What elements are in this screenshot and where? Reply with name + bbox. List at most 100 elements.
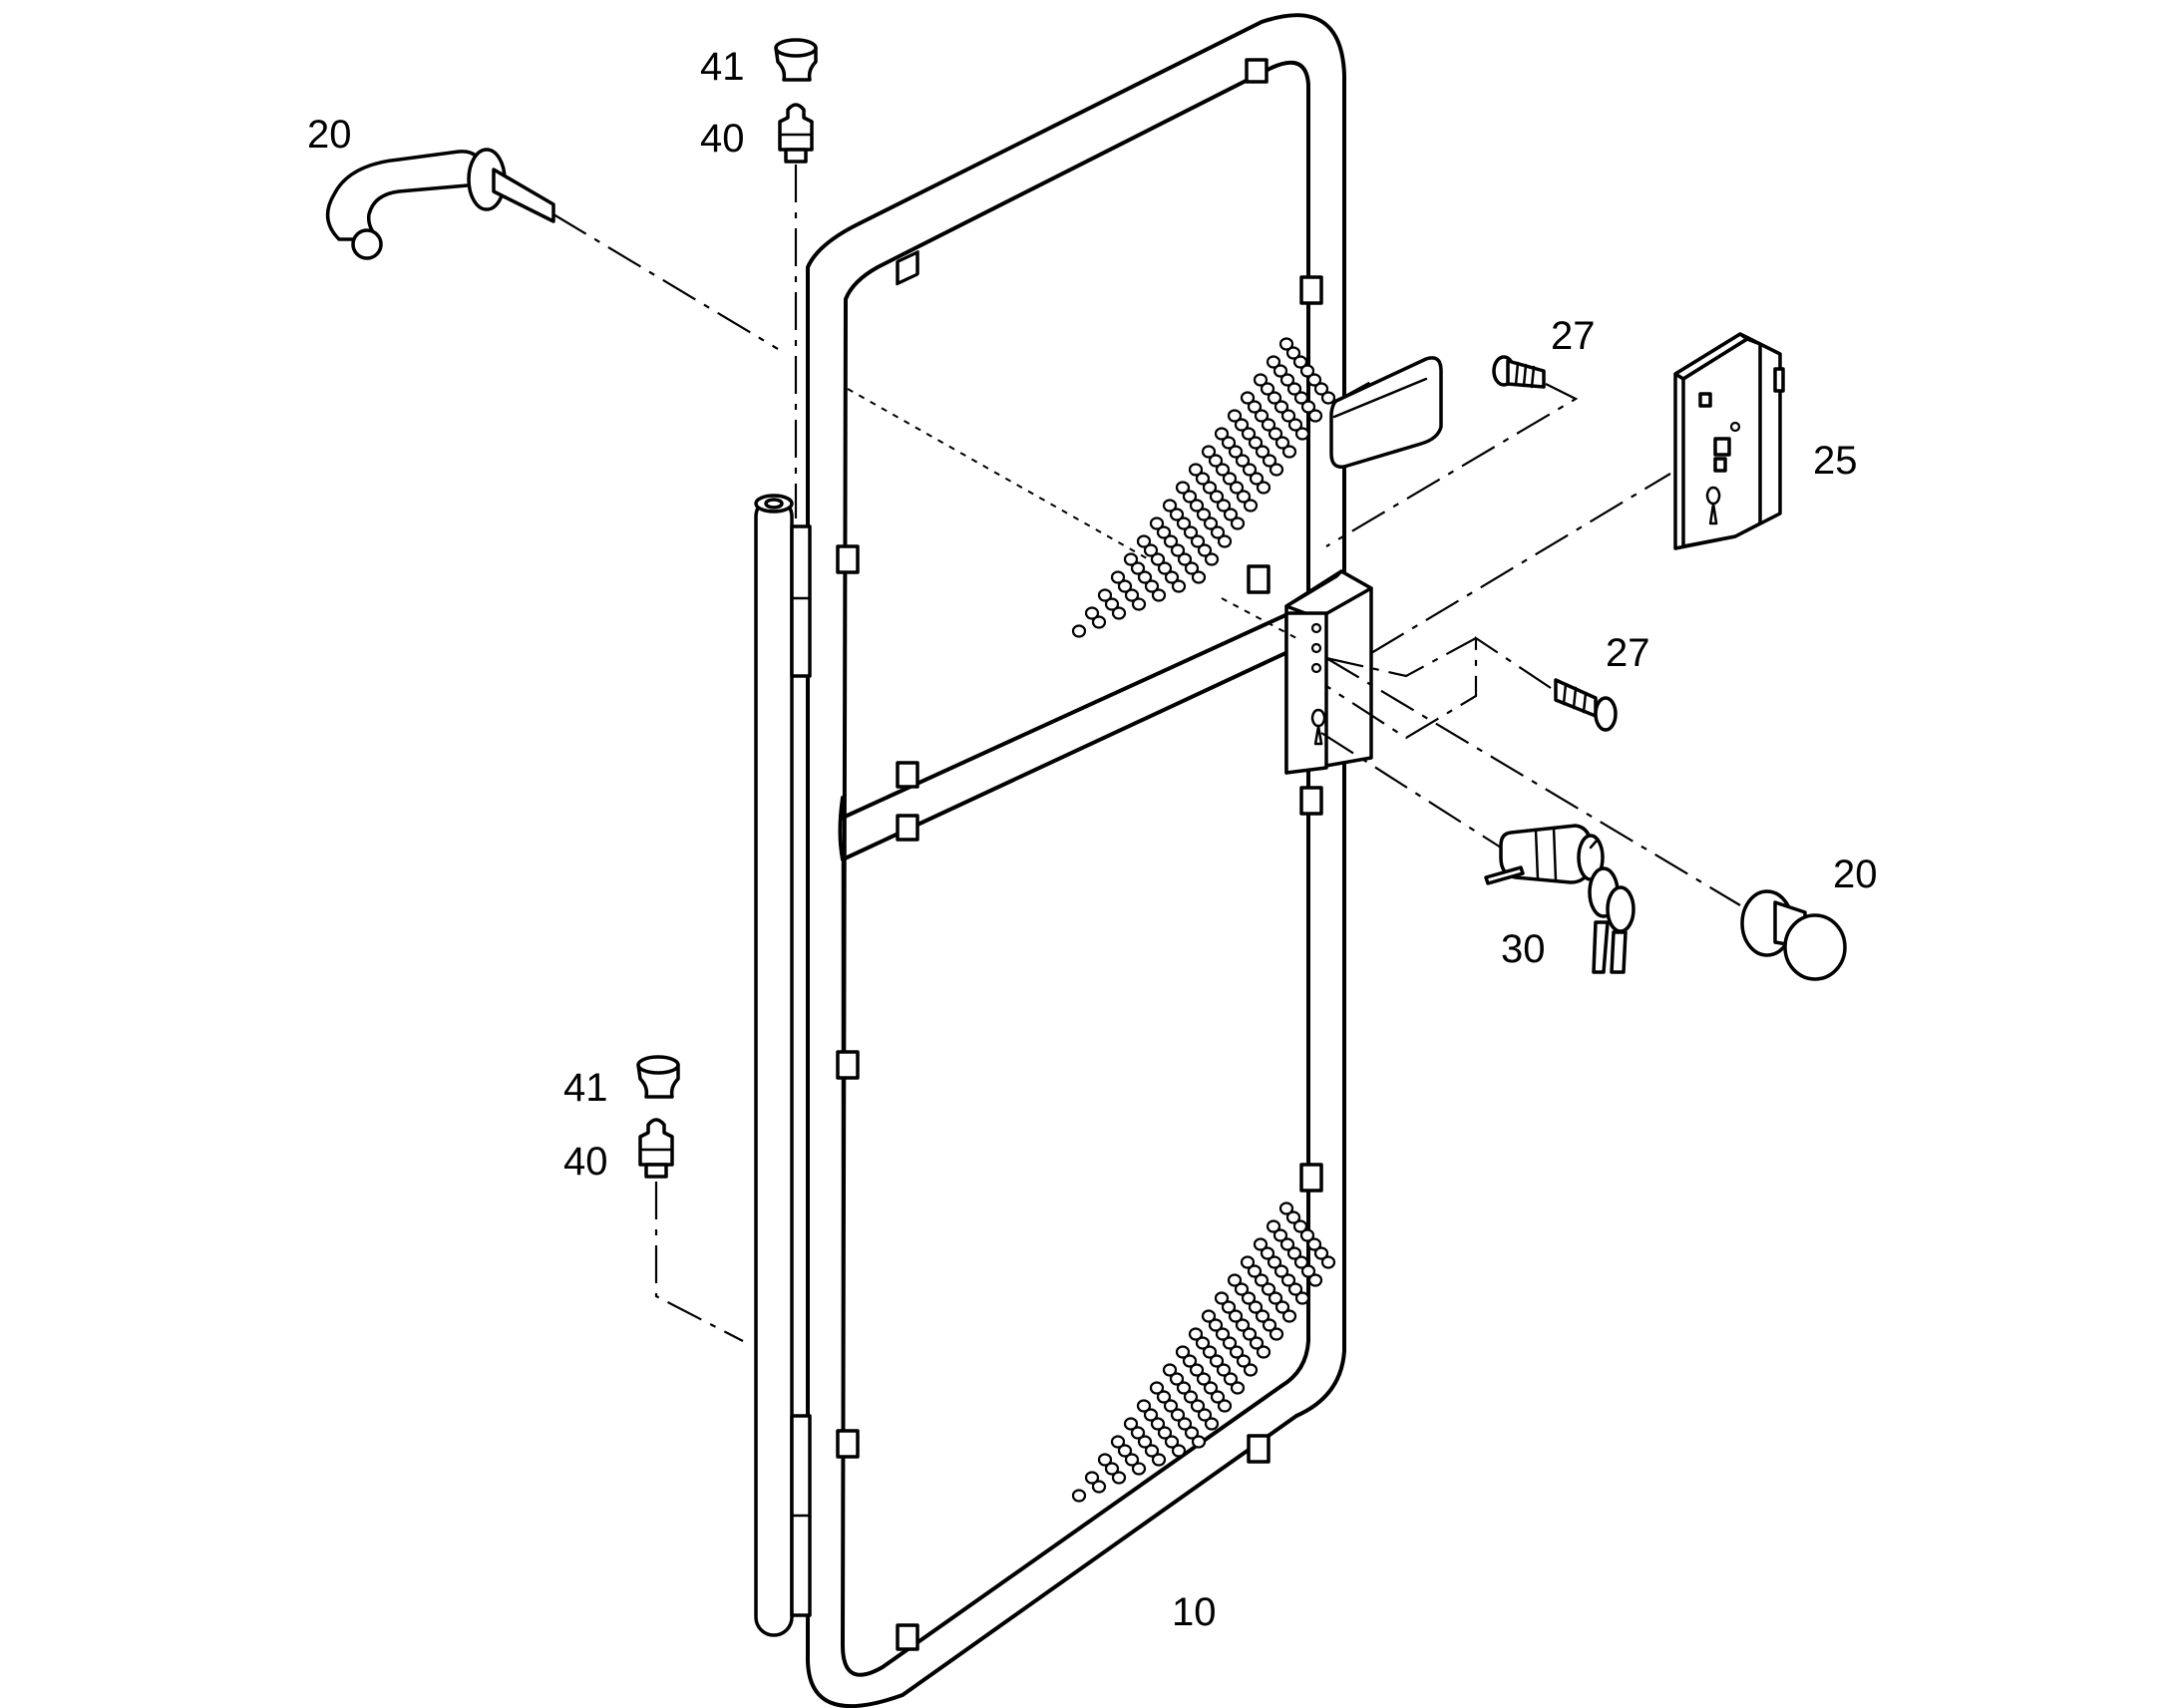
perforation-hole [1247, 1264, 1263, 1278]
perforation-hole [1162, 499, 1178, 512]
perforation-hole [1299, 364, 1315, 378]
perforation-hole [1287, 1282, 1303, 1296]
perforation-hole [1202, 1345, 1218, 1359]
lock-body-on-door [1284, 569, 1373, 775]
perforation-hole [1157, 1426, 1173, 1440]
perforation-hole [1243, 1363, 1259, 1377]
perforation-hole [1164, 570, 1180, 584]
perforation-hole [1228, 445, 1244, 459]
perforation-hole [1241, 1291, 1257, 1305]
perforation-hole [1255, 1309, 1271, 1323]
perforation-hole [1209, 490, 1225, 504]
perforation-hole [1182, 1354, 1198, 1368]
perforation-hole [1144, 579, 1160, 593]
perforation-hole [1091, 615, 1107, 629]
perforation-hole [1163, 534, 1179, 548]
perforation-hole [1256, 1345, 1272, 1359]
perforation-hole [1272, 364, 1288, 378]
perforation-hole [1222, 1336, 1238, 1350]
perforation-hole [1242, 463, 1258, 477]
perforation-hole [1176, 1381, 1192, 1395]
perforation-hole [1286, 1246, 1302, 1260]
perforation-hole [1243, 499, 1259, 512]
perforation-hole [1091, 1480, 1107, 1494]
perforation-hole [1216, 499, 1232, 512]
perforation-hole [1273, 400, 1289, 414]
perforation-hole [1248, 436, 1264, 450]
perforation-hole [1278, 1201, 1294, 1215]
perforation-hole [1176, 516, 1192, 530]
screw-middle [1554, 678, 1618, 732]
perforation-hole [1137, 570, 1153, 584]
perforation-hole [1260, 1246, 1275, 1260]
perforation-hole [1197, 543, 1213, 557]
hinge-post [754, 494, 812, 1637]
perforation-hole [1170, 1408, 1186, 1422]
perforation-hole [1144, 1444, 1160, 1458]
perforation-hole [1256, 481, 1272, 495]
perforation-upper [1071, 337, 1336, 638]
cap-bottom [636, 1055, 680, 1099]
perforation-hole [1196, 508, 1212, 521]
perforation-hole [1117, 1444, 1133, 1458]
perforation-hole [1124, 588, 1140, 602]
perforation-hole [1261, 418, 1276, 432]
perforation-hole [1240, 1255, 1256, 1269]
perforation-hole [1184, 1426, 1200, 1440]
perforation-hole [1111, 606, 1127, 620]
perforation-hole [1294, 1291, 1310, 1305]
perforation-hole [1260, 382, 1275, 396]
perforation-hole [1299, 1228, 1315, 1242]
perforation-hole [1217, 534, 1233, 548]
perforation-hole [1253, 373, 1269, 387]
perforation-hole [1169, 508, 1185, 521]
perforation-hole [1177, 552, 1193, 566]
perforation-hole [1214, 1291, 1230, 1305]
perforation-hole [1228, 1309, 1244, 1323]
perforation-hole [1293, 391, 1309, 405]
label-41-bottom: 41 [563, 1066, 608, 1110]
perforation-hole [1175, 1345, 1191, 1359]
perforation-hole [1201, 445, 1217, 459]
perforation-hole [1300, 400, 1316, 414]
perforation-hole [1130, 561, 1146, 575]
perforation-hole [1287, 418, 1303, 432]
perforation-hole [1255, 445, 1271, 459]
perforation-hole [1292, 355, 1308, 369]
label-20-right: 20 [1833, 853, 1878, 896]
perforation-hole [1254, 409, 1270, 423]
perforation-hole [1292, 1219, 1308, 1233]
perforation-hole [1229, 1345, 1245, 1359]
perforation-hole [1209, 1354, 1225, 1368]
perforation-hole [1123, 552, 1139, 566]
perforation-hole [1188, 1327, 1204, 1341]
label-40-top: 40 [700, 117, 745, 161]
nipple-top [778, 103, 814, 164]
perforation-hole [1151, 588, 1167, 602]
lever-handle [325, 148, 555, 260]
perforation-hole [1197, 1408, 1213, 1422]
perforation-hole [1281, 445, 1297, 459]
perforation-hole [1189, 1363, 1205, 1377]
perforation-hole [1208, 454, 1224, 468]
label-27-mid: 27 [1606, 631, 1650, 675]
perforation-hole [1177, 1417, 1193, 1431]
perforation-hole [1217, 1399, 1233, 1413]
perforation-hole [1215, 463, 1231, 477]
perforation-hole [1184, 561, 1200, 575]
perforation-hole [1254, 1273, 1270, 1287]
perforation-hole [1117, 579, 1133, 593]
perforation-hole [1150, 552, 1166, 566]
perforation-hole [1151, 1453, 1167, 1467]
perforation-hole [1143, 543, 1159, 557]
perforation-hole [1285, 346, 1301, 360]
perforation-hole [1195, 472, 1211, 486]
perforation-hole [1214, 427, 1230, 441]
perforation-hole [1157, 561, 1173, 575]
perforation-hole [1313, 1246, 1329, 1260]
perforation-hole [1236, 490, 1252, 504]
perforation-hole [1110, 570, 1126, 584]
label-40-bottom: 40 [563, 1140, 608, 1184]
perforation-hole [1320, 391, 1336, 405]
perforation-hole [1208, 1318, 1224, 1332]
